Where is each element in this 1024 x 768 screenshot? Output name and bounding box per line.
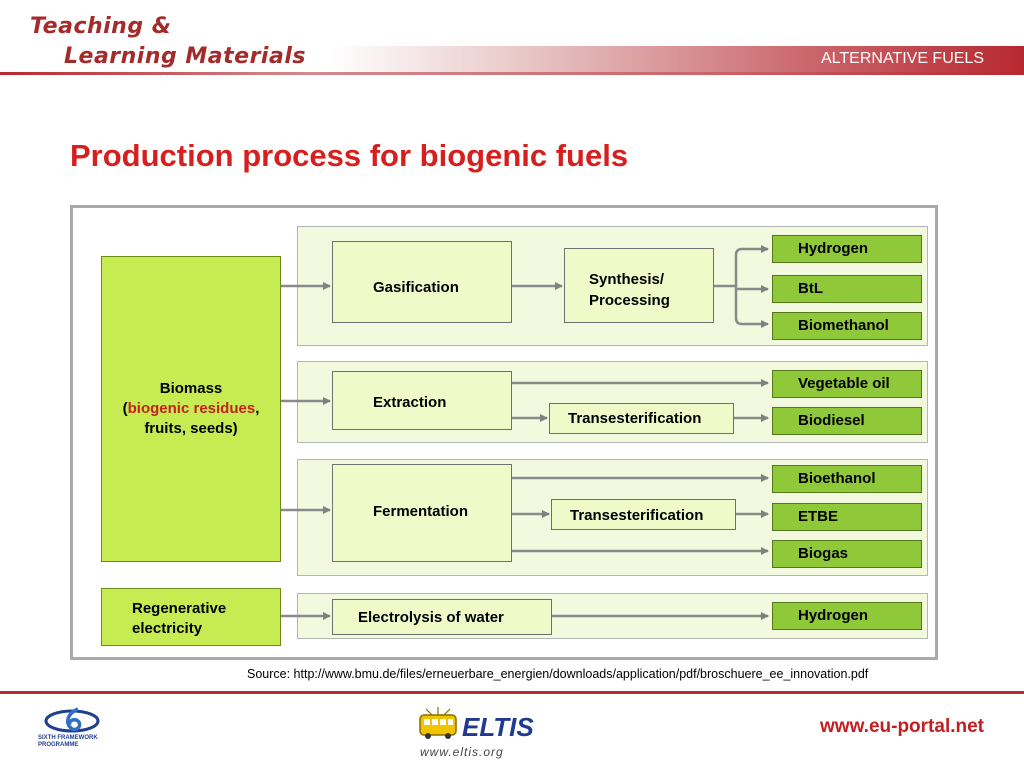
fp6-line-2: PROGRAMME [38, 742, 79, 748]
gasification-label: Gasification [373, 279, 459, 296]
header-bar [330, 46, 1024, 74]
transesterification-box-1: Transesterification [549, 403, 734, 434]
eltis-wordmark: ELTIS [462, 712, 534, 742]
biomass-label: Biomass [159, 380, 223, 397]
brand-line-2: Learning Materials [64, 44, 306, 69]
header-divider [0, 72, 1024, 75]
output-biodiesel: Biodiesel [772, 407, 922, 435]
biogenic-residues-text: biogenic residues [127, 400, 256, 417]
extraction-label: Extraction [373, 394, 447, 411]
output-etbe: ETBE [772, 503, 922, 531]
transesterification-label-1: Transesterification [568, 410, 702, 427]
electrolysis-label: Electrolysis of water [358, 609, 504, 626]
biomass-box: Biomass (biogenic residues, fruits, seed… [101, 256, 281, 562]
transesterification-box-2: Transesterification [551, 499, 736, 530]
regenerative-label: Regenerative electricity [132, 600, 227, 637]
eltis-url: www.eltis.org [420, 745, 504, 759]
biomass-line-3: fruits, seeds) [144, 420, 238, 437]
eltis-bus-icon [419, 707, 457, 739]
source-citation: Source: http://www.bmu.de/files/erneuerb… [247, 667, 869, 681]
footer-divider [0, 691, 1024, 694]
eu-portal-link[interactable]: www.eu-portal.net [820, 716, 984, 737]
electrolysis-box: Electrolysis of water [332, 599, 552, 635]
biomass-comma: , [255, 400, 260, 417]
extraction-box: Extraction [332, 371, 512, 430]
synthesis-label-2: Processing [589, 292, 670, 309]
output-hydrogen-2: Hydrogen [772, 602, 922, 630]
transesterification-label-2: Transesterification [570, 507, 704, 524]
regenerative-electricity-box: Regenerative electricity [101, 588, 281, 646]
synthesis-label-1: Synthesis/ [589, 271, 665, 288]
output-btl: BtL [772, 275, 922, 303]
output-biomethanol: Biomethanol [772, 312, 922, 340]
section-label: ALTERNATIVE FUELS [821, 50, 984, 67]
output-vegetable-oil: Vegetable oil [772, 370, 922, 398]
output-biogas: Biogas [772, 540, 922, 568]
synthesis-box: Synthesis/ Processing [564, 248, 714, 323]
fermentation-label: Fermentation [373, 503, 469, 520]
output-hydrogen-1: Hydrogen [772, 235, 922, 263]
output-bioethanol: Bioethanol [772, 465, 922, 493]
sixth-framework-text: SIXTH FRAMEWORK PROGRAMME [38, 735, 98, 749]
gasification-box: Gasification [332, 241, 512, 323]
sixth-framework-logo [44, 707, 100, 733]
slide-title: Production process for biogenic fuels [70, 138, 629, 173]
fermentation-box: Fermentation [332, 464, 512, 562]
biomass-open-paren: ( [122, 400, 128, 417]
fp6-line-1: SIXTH FRAMEWORK [38, 735, 98, 741]
brand-line-1: Teaching & [30, 14, 172, 39]
